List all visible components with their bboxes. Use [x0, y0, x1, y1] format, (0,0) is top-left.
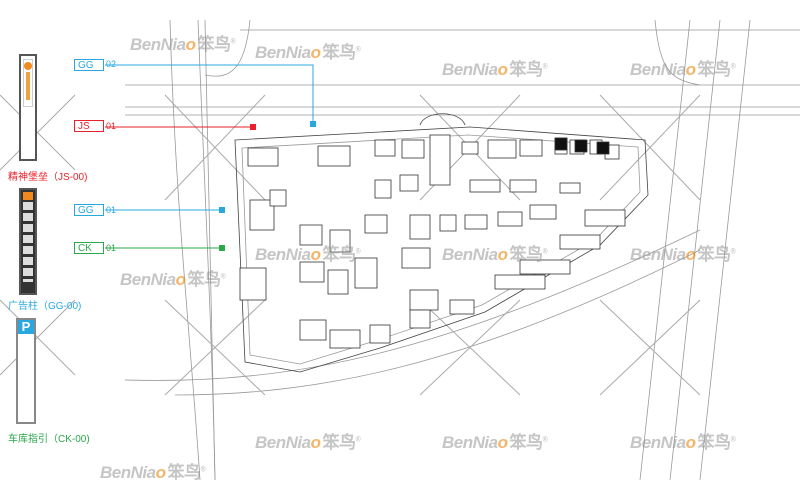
caption-gg: 广告柱（GG-00)	[8, 301, 82, 312]
building	[269, 189, 287, 207]
building	[487, 139, 517, 159]
tag-gg-01: GG	[74, 204, 104, 216]
building	[364, 214, 388, 234]
marker-gg-02	[310, 121, 316, 127]
building	[509, 179, 537, 193]
roads	[124, 19, 800, 481]
marker-ck-01	[219, 245, 225, 251]
tag-ck-01: CK	[74, 242, 104, 254]
building	[299, 319, 327, 341]
building	[519, 139, 543, 157]
building	[374, 139, 396, 157]
building	[327, 269, 349, 295]
building	[329, 329, 361, 349]
building	[439, 214, 457, 232]
building-dark	[574, 139, 588, 153]
building	[519, 259, 571, 275]
building	[354, 257, 378, 289]
caption-js: 精神堡垒（JS-00)	[8, 172, 88, 183]
marker-gg-01	[219, 207, 225, 213]
leader-lines	[105, 64, 316, 251]
building	[409, 289, 439, 311]
buildings	[239, 134, 626, 349]
building	[584, 209, 626, 227]
building	[409, 214, 431, 240]
sign-ck-thumbnail: P	[16, 318, 36, 424]
building	[299, 224, 323, 246]
building	[247, 147, 279, 167]
caption-ck: 车库指引（CK-00)	[8, 434, 90, 445]
sign-js-thumbnail	[19, 54, 37, 161]
building	[401, 139, 425, 159]
sign-gg-thumbnail	[19, 188, 37, 295]
building	[374, 179, 392, 199]
building	[317, 145, 351, 167]
building	[369, 324, 391, 344]
building	[464, 214, 488, 230]
building	[429, 134, 451, 186]
tag-num-gg-02: 02	[106, 59, 117, 69]
tag-num-ck-01: 01	[106, 243, 117, 253]
tag-num-gg-01: 01	[106, 205, 117, 215]
tag-gg-02: GG	[74, 59, 104, 71]
building	[497, 211, 523, 227]
building	[559, 182, 581, 194]
building	[461, 141, 479, 155]
building	[449, 299, 475, 315]
parking-icon: P	[18, 320, 34, 334]
logo-icon	[24, 62, 32, 70]
building	[494, 274, 546, 290]
tag-js-01: JS	[74, 120, 104, 132]
building	[299, 261, 325, 283]
building	[329, 229, 351, 253]
building	[239, 267, 267, 301]
sign-js-panel	[23, 59, 33, 107]
building-dark	[596, 141, 610, 155]
building-dark	[554, 137, 568, 151]
watermark-crosses	[0, 94, 701, 396]
building	[469, 179, 501, 193]
building	[401, 247, 431, 269]
building	[409, 309, 431, 329]
building	[559, 234, 601, 250]
tag-num-js-01: 01	[106, 121, 117, 131]
building	[529, 204, 557, 220]
building	[399, 174, 419, 192]
marker-js-01	[250, 124, 256, 130]
